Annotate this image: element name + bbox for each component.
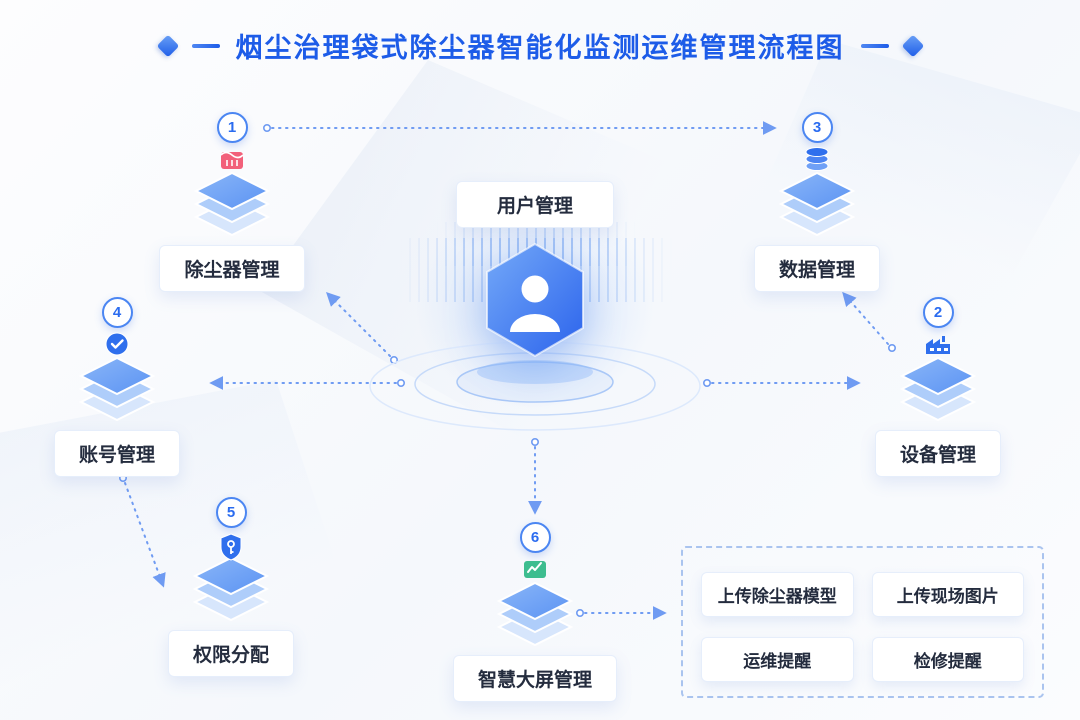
panel-item-ops-reminder: 运维提醒: [701, 637, 854, 682]
node-permission-assignment: 5 权限分配: [141, 497, 321, 677]
user-silhouette: [510, 275, 560, 332]
panel-item-upload-model: 上传除尘器模型: [701, 572, 854, 617]
title-bar: 烟尘治理袋式除尘器智能化监测运维管理流程图: [0, 26, 1080, 65]
node-label: 权限分配: [167, 630, 294, 677]
dash-decoration: [191, 43, 220, 48]
diamond-icon: [156, 34, 179, 57]
node-label: 设备管理: [874, 430, 1001, 477]
user-hub: [460, 228, 610, 378]
node-equipment-management: 2 设备管理: [848, 297, 1028, 477]
panel-item-upload-photos: 上传现场图片: [871, 572, 1024, 617]
node-dust-collector-management: 1 除尘器管理: [142, 112, 322, 292]
node-label: 除尘器管理: [159, 245, 305, 292]
dash-decoration: [860, 43, 889, 48]
center-label-user-management: 用户管理: [456, 181, 614, 228]
detail-panel: 上传除尘器模型 上传现场图片 运维提醒 检修提醒: [681, 546, 1044, 698]
step-number-badge: 6: [519, 522, 551, 553]
node-account-management: 4 账号管理: [27, 297, 207, 477]
node-smart-screen-management: 6 智慧大屏管理: [445, 522, 625, 702]
node-label: 账号管理: [53, 430, 180, 477]
dust-collector-icon: [195, 151, 269, 236]
node-label: 数据管理: [753, 245, 880, 292]
step-number-badge: 3: [801, 112, 833, 143]
database-icon: [780, 147, 854, 236]
screen-chart-icon: [498, 561, 572, 646]
permission-shield-key-icon: [194, 533, 268, 621]
step-number-badge: 2: [922, 297, 954, 328]
step-number-badge: 4: [101, 297, 133, 328]
step-number-badge: 5: [215, 497, 247, 528]
step-number-badge: 1: [216, 112, 248, 143]
node-label: 智慧大屏管理: [452, 655, 617, 702]
page-title: 烟尘治理袋式除尘器智能化监测运维管理流程图: [235, 33, 845, 63]
node-data-management: 3 数据管理: [727, 112, 907, 292]
account-check-icon: [80, 332, 154, 421]
diamond-icon: [901, 34, 924, 57]
equipment-factory-icon: [901, 336, 975, 421]
panel-item-maintenance-reminder: 检修提醒: [871, 637, 1024, 682]
user-hexagon-icon: [486, 242, 584, 358]
